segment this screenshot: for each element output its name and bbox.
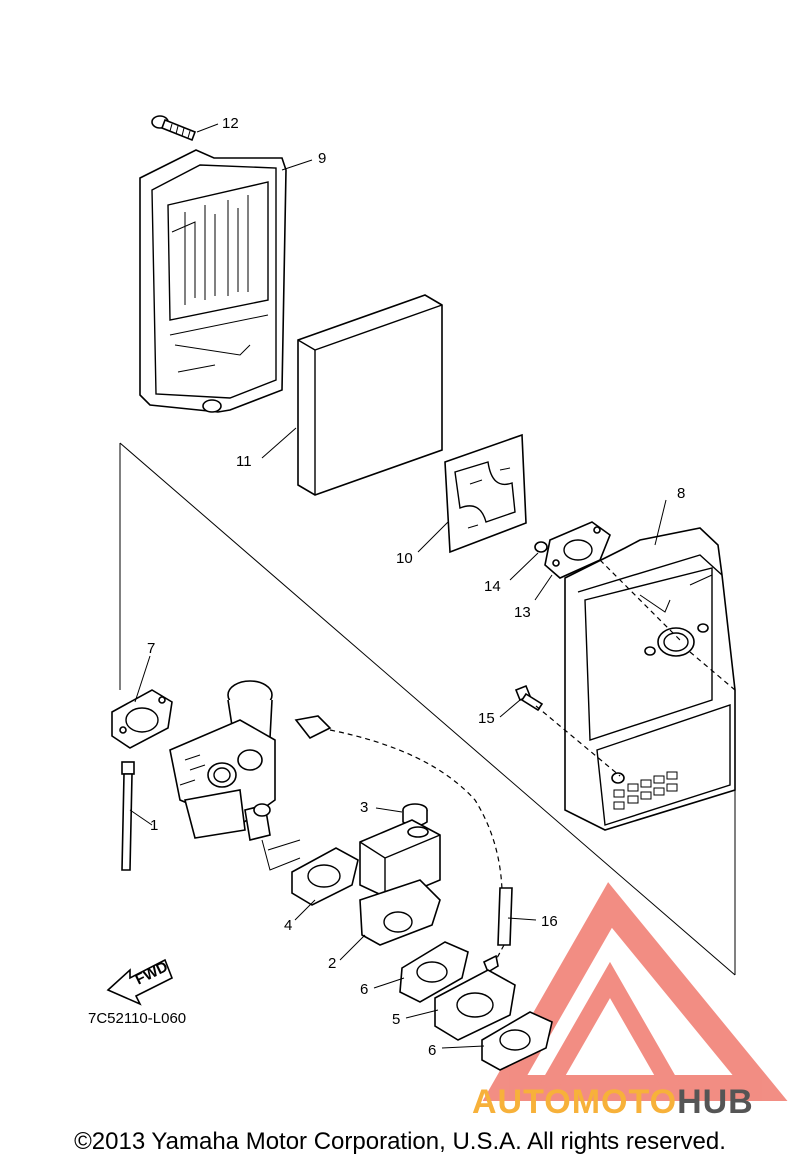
drawing-code: 7C52110-L060 — [88, 1010, 186, 1027]
callout-9: 9 — [318, 150, 326, 167]
callout-13: 13 — [514, 604, 531, 621]
callout-3: 3 — [360, 799, 368, 816]
watermark-text-gray: HUB — [677, 1083, 754, 1121]
callout-16: 16 — [541, 913, 558, 930]
callout-7: 7 — [147, 640, 155, 657]
callout-12: 12 — [222, 115, 239, 132]
callout-leader-lines — [129, 123, 667, 1049]
forward-arrow-icon: FWD — [106, 958, 174, 1006]
insulator-gasket-part — [291, 847, 359, 906]
callout-2: 2 — [328, 955, 336, 972]
carburetor-assembly-part — [169, 680, 301, 871]
watermark-text: AUTOMOTOHUB — [472, 1082, 754, 1122]
callout-11: 11 — [236, 453, 252, 470]
callout-10: 10 — [396, 550, 413, 567]
callout-1: 1 — [150, 817, 158, 834]
callout-numbers: 1 2 3 4 5 6 6 7 8 9 10 11 12 13 14 15 16 — [147, 115, 685, 1059]
callout-6-upper: 6 — [360, 981, 368, 998]
gasket-part — [444, 433, 527, 554]
nut-part — [534, 541, 548, 553]
bolt-part — [514, 684, 544, 712]
callout-14: 14 — [484, 578, 501, 595]
intake-joint-part — [434, 969, 516, 1041]
air-filter-element-part — [297, 294, 443, 496]
air-cleaner-cover-part — [564, 527, 736, 831]
watermark-text-orange: AUTOMOTO — [472, 1083, 678, 1121]
alignment-dashed-lines — [535, 559, 736, 777]
callout-15: 15 — [478, 710, 495, 727]
hose-part — [294, 715, 513, 974]
screw-part — [151, 115, 197, 142]
carburetor-gasket-part — [111, 689, 173, 749]
callout-8: 8 — [677, 485, 685, 502]
callout-6-lower: 6 — [428, 1042, 436, 1059]
callout-4: 4 — [284, 917, 292, 934]
cable-tie-part — [121, 761, 135, 871]
bracket-part — [359, 819, 441, 946]
air-cleaner-case-part — [139, 149, 287, 413]
copyright-notice: ©2013 Yamaha Motor Corporation, U.S.A. A… — [74, 1128, 726, 1155]
callout-5: 5 — [392, 1011, 400, 1028]
joint-gasket-upper-part — [399, 941, 469, 1003]
watermark-logo-icon — [482, 882, 788, 1101]
joint-gasket-lower-part — [481, 1011, 553, 1071]
